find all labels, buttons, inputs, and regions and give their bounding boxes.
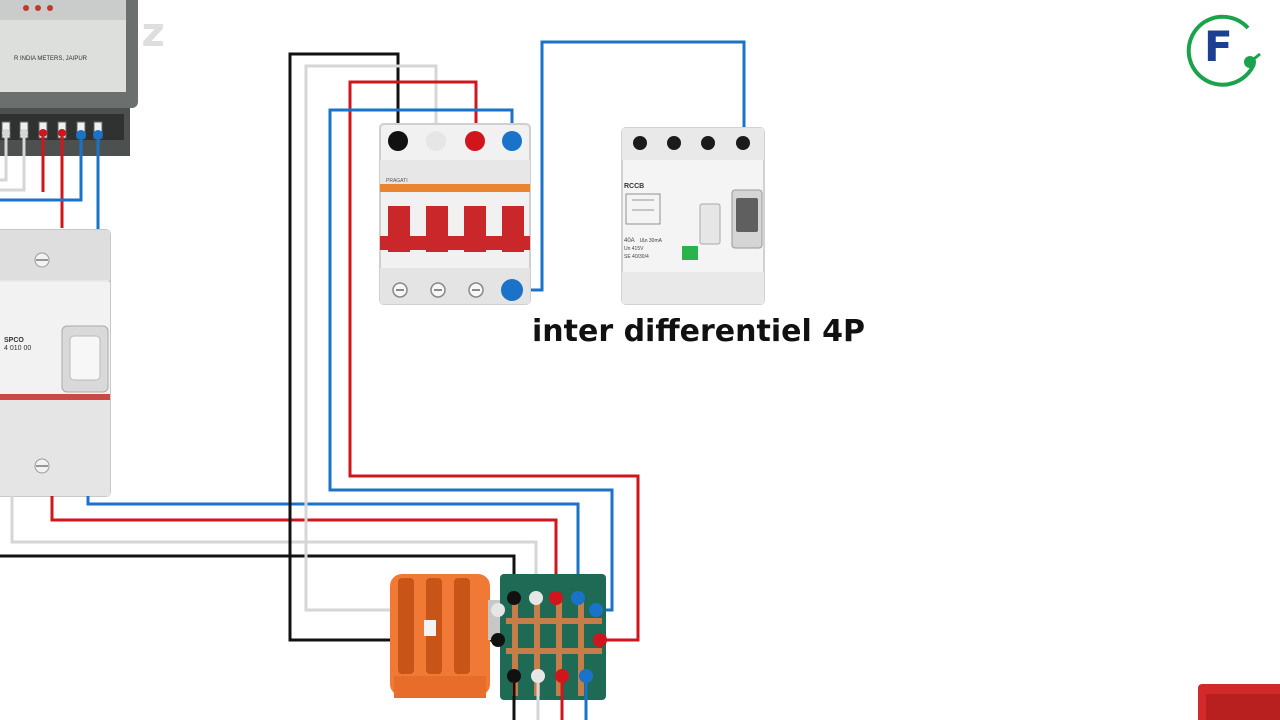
rccb-4p: RCCB 40A IΔn 30mA Un 415V SE 40/30/4 xyxy=(621,127,765,305)
rccb-rating: 40A xyxy=(624,238,635,244)
main-switch: SPCO 4 010 00 xyxy=(0,229,111,497)
logo-letter: F xyxy=(1204,22,1233,71)
red-enclosure xyxy=(1198,684,1280,720)
mcb-brand: PRAGATI xyxy=(386,178,408,184)
busbar-switch-assembly xyxy=(390,574,607,720)
supply-wires xyxy=(0,496,580,598)
main-switch-code: 4 010 00 xyxy=(4,345,31,352)
rccb-title: RCCB xyxy=(624,183,644,190)
mcb-4p: PRAGATI xyxy=(379,123,531,305)
meter-wires xyxy=(0,137,100,230)
meter-label: R INDIA METERS, JAIPUR xyxy=(14,56,88,62)
rccb-voltage: Un 415V xyxy=(624,246,644,252)
rccb-sensitivity: IΔn 30mA xyxy=(640,238,663,244)
diagram-caption: inter differentiel 4P xyxy=(532,314,866,349)
rccb-model: SE 40/30/4 xyxy=(624,254,649,260)
energy-meter: R INDIA METERS, JAIPUR xyxy=(0,0,138,156)
channel-logo xyxy=(1186,14,1261,87)
feeder-wires xyxy=(288,40,746,642)
main-switch-brand: SPCO xyxy=(4,337,24,344)
